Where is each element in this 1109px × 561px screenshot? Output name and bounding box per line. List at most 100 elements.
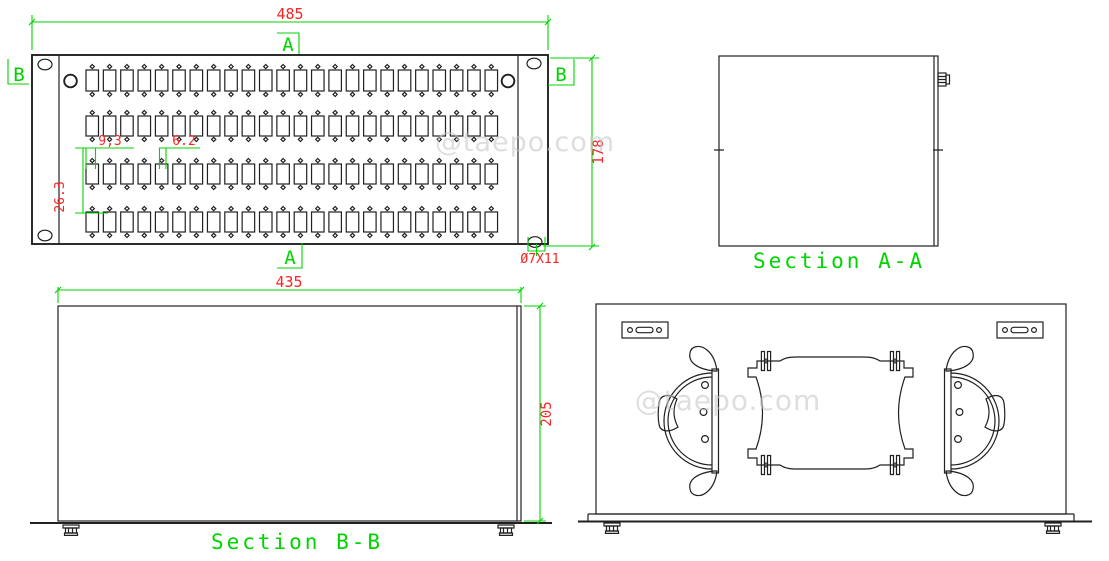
slot-latch-mark (384, 232, 391, 239)
slot-latch-mark (488, 109, 495, 116)
port-slot (415, 69, 429, 92)
slot-latch-mark (453, 205, 460, 212)
port-slot (85, 115, 100, 137)
slot-latch-mark (210, 157, 217, 164)
slot-latch-mark (366, 205, 373, 212)
hole-callout-lines (527, 237, 546, 256)
port-slot (328, 115, 342, 137)
slot-latch-mark (280, 205, 287, 212)
slot-latch-mark (401, 63, 408, 70)
port-slot (467, 211, 481, 233)
port-slot (241, 211, 256, 233)
port-slot (363, 163, 377, 185)
slot-latch-mark (436, 109, 443, 116)
slot-latch-mark (332, 205, 339, 212)
ground-hole (63, 73, 78, 89)
port-slot (276, 163, 290, 185)
slot-latch-mark (366, 91, 373, 98)
slot-latch-mark (366, 184, 373, 191)
slot-latch-mark (210, 109, 217, 116)
port-slot (102, 211, 117, 233)
slot-latch-mark (332, 232, 339, 239)
port-slot (293, 163, 308, 185)
port-slot (189, 163, 204, 185)
slot-latch-mark (349, 136, 356, 143)
slot-latch-mark (176, 91, 182, 98)
slot-latch-mark (245, 232, 252, 239)
slot-latch-mark (471, 232, 477, 239)
port-slot (154, 69, 169, 92)
dim-pitch-lines (85, 147, 134, 169)
slot-latch-mark (89, 63, 96, 70)
port-slot (449, 115, 464, 137)
slot-latch-mark (401, 205, 408, 212)
port-slot (137, 211, 152, 233)
port-slot (224, 163, 238, 185)
port-slot (172, 69, 186, 92)
port-slot (310, 115, 325, 137)
port-slot (380, 211, 395, 233)
slot-latch-mark (471, 63, 477, 70)
slot-latch-mark (141, 157, 148, 164)
slot-latch-mark (124, 184, 130, 191)
slot-latch-mark (453, 184, 460, 191)
port-slot (206, 69, 221, 92)
port-slot (432, 115, 447, 137)
label-plate-left (621, 321, 669, 339)
port-slot (258, 211, 273, 233)
slot-latch-mark (366, 136, 373, 143)
port-slot (310, 211, 325, 233)
slot-latch-mark (314, 184, 321, 191)
port-slot (120, 115, 134, 137)
port-slot (484, 115, 499, 137)
port-slot (189, 69, 204, 92)
slot-latch-mark (193, 184, 200, 191)
port-slot (397, 115, 412, 137)
slot-latch-mark (332, 91, 339, 98)
slot-latch-mark (401, 184, 408, 191)
slot-latch-mark (349, 63, 356, 70)
slot-latch-mark (366, 157, 373, 164)
slot-latch-mark (488, 184, 495, 191)
slot-latch-mark (453, 157, 460, 164)
slot-latch-mark (193, 91, 200, 98)
slot-latch-mark (471, 205, 477, 212)
slot-latch-mark (488, 157, 495, 164)
slot-latch-mark (314, 205, 321, 212)
port-slot (449, 163, 464, 185)
slot-latch-mark (471, 157, 477, 164)
slot-latch-mark (89, 136, 96, 143)
slot-latch-mark (158, 157, 165, 164)
slot-latch-mark (297, 91, 304, 98)
slot-latch-mark (436, 63, 443, 70)
port-slot (467, 115, 481, 137)
slot-latch-mark (280, 136, 287, 143)
front-view (31, 54, 549, 248)
slot-latch-mark (471, 109, 477, 116)
slot-latch-mark (418, 232, 425, 239)
slot-latch-mark (228, 205, 234, 212)
dim-height-lines (543, 54, 599, 251)
port-slot (293, 211, 308, 233)
port-slot (137, 115, 152, 137)
port-slot (241, 163, 256, 185)
slot-latch-mark (436, 232, 443, 239)
port-slot (85, 211, 100, 233)
port-slot (310, 163, 325, 185)
slot-latch-mark (453, 232, 460, 239)
slot-latch-mark (158, 184, 165, 191)
slot-latch-mark (141, 205, 148, 212)
section-b-right-bracket (548, 59, 575, 86)
slot-latch-mark (297, 184, 304, 191)
cable-spool-left (657, 345, 720, 497)
bb-dim-height-label: 205 (539, 401, 555, 426)
ground-hole (500, 73, 516, 89)
slot-latch-mark (228, 157, 234, 164)
slot-latch-mark (349, 157, 356, 164)
port-slot (328, 163, 342, 185)
slot-latch-mark (436, 157, 443, 164)
port-slot (432, 163, 447, 185)
slot-latch-mark (280, 232, 287, 239)
section-bb-view: 435 205 Section B-B (30, 273, 555, 554)
